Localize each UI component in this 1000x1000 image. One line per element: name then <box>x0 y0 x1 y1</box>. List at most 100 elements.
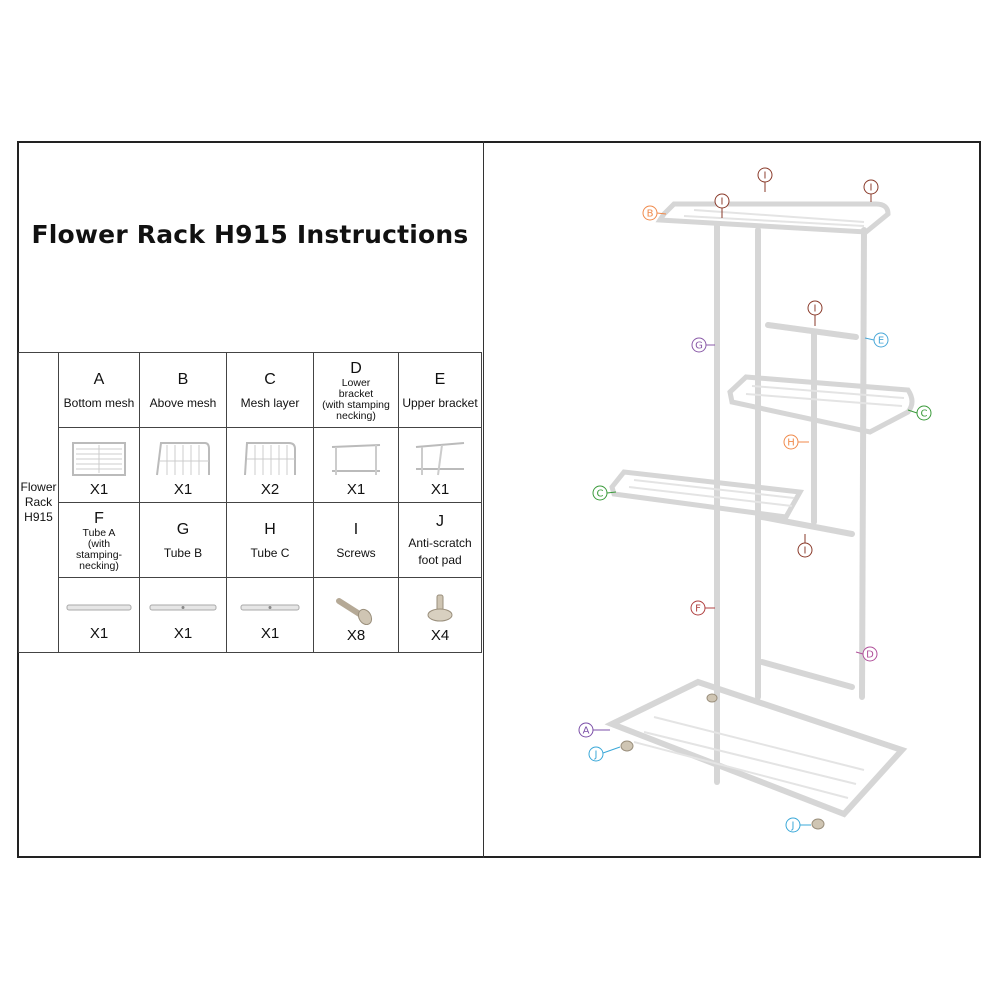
part-header-j: J Anti-scratch foot pad <box>398 502 482 578</box>
part-letter: G <box>176 520 190 538</box>
part-header-e: E Upper bracket <box>398 352 482 428</box>
part-image-c: X2 <box>226 427 314 503</box>
part-quantity: X4 <box>430 626 450 644</box>
side-label-cell: Flower Rack H915 <box>18 352 59 653</box>
screw-icon <box>336 597 373 625</box>
tube-a-icon <box>66 604 132 610</box>
part-name: Bottom mesh <box>63 395 135 410</box>
page-title: Flower Rack H915 Instructions <box>31 220 469 249</box>
part-name-line: foot pad <box>418 553 462 567</box>
callout-label: H <box>787 438 795 449</box>
part-name: Screws <box>336 545 376 560</box>
part-name: Tube B <box>163 545 203 560</box>
callout-label: D <box>866 650 874 661</box>
part-letter: F <box>94 510 104 527</box>
callout-label: I <box>764 171 767 182</box>
part-quantity: X1 <box>89 624 109 642</box>
callout-label: I <box>814 304 817 315</box>
callout-i-low: I <box>797 534 813 558</box>
part-image-f: X1 <box>58 577 140 653</box>
part-name-line: stamping- <box>75 549 123 561</box>
part-header-h: H Tube C <box>226 502 314 578</box>
part-image-b: X1 <box>139 427 227 503</box>
part-quantity: X8 <box>346 626 366 644</box>
callout-b: B <box>642 205 667 221</box>
callout-label: J <box>594 750 598 761</box>
part-name-line: Anti-scratch <box>408 536 472 550</box>
callout-c-upper: C <box>907 405 932 421</box>
part-name: Above mesh <box>149 395 217 410</box>
part-image-e: X1 <box>398 427 482 503</box>
callout-d: D <box>855 646 878 662</box>
part-image-i: X8 <box>313 577 399 653</box>
part-image-j: X4 <box>398 577 482 653</box>
callout-a: A <box>578 722 610 738</box>
part-name-line: bracket <box>338 388 374 400</box>
part-quantity: X1 <box>260 624 280 642</box>
part-name-line: Tube A <box>82 527 116 539</box>
center-divider <box>483 141 484 858</box>
above-mesh-icon <box>156 441 210 475</box>
mesh-layer-icon <box>244 441 296 475</box>
part-name-line: Lower <box>341 377 371 389</box>
part-letter: B <box>177 370 189 388</box>
part-name-line: (with <box>87 538 111 550</box>
part-header-d: D Lower bracket (with stamping necking) <box>313 352 399 428</box>
part-letter: H <box>264 520 276 538</box>
part-letter: A <box>93 370 105 388</box>
part-header-c: C Mesh layer <box>226 352 314 428</box>
bottom-mesh-icon <box>72 441 126 476</box>
callout-i-top-1: I <box>757 167 773 192</box>
part-quantity: X1 <box>173 624 193 642</box>
callout-h: H <box>783 434 809 450</box>
part-quantity: X1 <box>173 480 193 498</box>
part-header-b: B Above mesh <box>139 352 227 428</box>
callout-g: G <box>691 337 715 353</box>
tube-c-icon <box>240 604 300 610</box>
callout-label: F <box>695 604 701 615</box>
callout-i-mid: I <box>807 300 823 326</box>
part-letter: E <box>434 370 446 388</box>
part-header-i: I Screws <box>313 502 399 578</box>
callout-label: B <box>647 209 654 220</box>
lower-bracket-icon <box>331 443 381 475</box>
callout-label: J <box>791 821 795 832</box>
part-quantity: X2 <box>260 480 280 498</box>
part-quantity: X1 <box>346 480 366 498</box>
part-header-g: G Tube B <box>139 502 227 578</box>
part-letter: J <box>436 513 444 530</box>
part-quantity: X1 <box>430 480 450 498</box>
foot-pad-icon <box>427 594 453 621</box>
rack-assembly-diagram: B I I I I G E C H C <box>578 167 932 833</box>
part-letter: C <box>264 370 276 388</box>
side-label-line: H915 <box>24 510 53 524</box>
callout-j-left: J <box>588 746 621 762</box>
part-header-f: F Tube A (with stamping- necking) <box>58 502 140 578</box>
part-name: Upper bracket <box>402 395 478 410</box>
callout-j-right: J <box>785 817 811 833</box>
parts-table: Flower Rack H915 A Bottom mesh B Above m… <box>18 352 482 653</box>
part-name-line: necking) <box>79 560 119 572</box>
upper-bracket-icon <box>415 441 465 475</box>
callout-label: A <box>583 726 590 737</box>
callout-label: C <box>921 409 928 420</box>
part-image-h: X1 <box>226 577 314 653</box>
tube-b-icon <box>149 604 217 610</box>
callout-label: I <box>870 183 873 194</box>
rack-frame <box>604 201 915 818</box>
part-name-line: (with stamping <box>322 399 390 411</box>
part-name: Tube C <box>250 545 290 560</box>
part-quantity: X1 <box>89 480 109 498</box>
part-header-a: A Bottom mesh <box>58 352 140 428</box>
callout-label: C <box>597 489 604 500</box>
part-image-g: X1 <box>139 577 227 653</box>
foot-pads <box>620 693 825 830</box>
callout-label: E <box>878 336 884 347</box>
part-letter: I <box>353 520 359 538</box>
callout-label: I <box>721 197 724 208</box>
part-name: Mesh layer <box>240 395 300 410</box>
callout-i-top-2: I <box>863 179 879 202</box>
callout-e: E <box>864 332 889 348</box>
part-image-a: X1 <box>58 427 140 503</box>
callout-label: G <box>695 341 703 352</box>
